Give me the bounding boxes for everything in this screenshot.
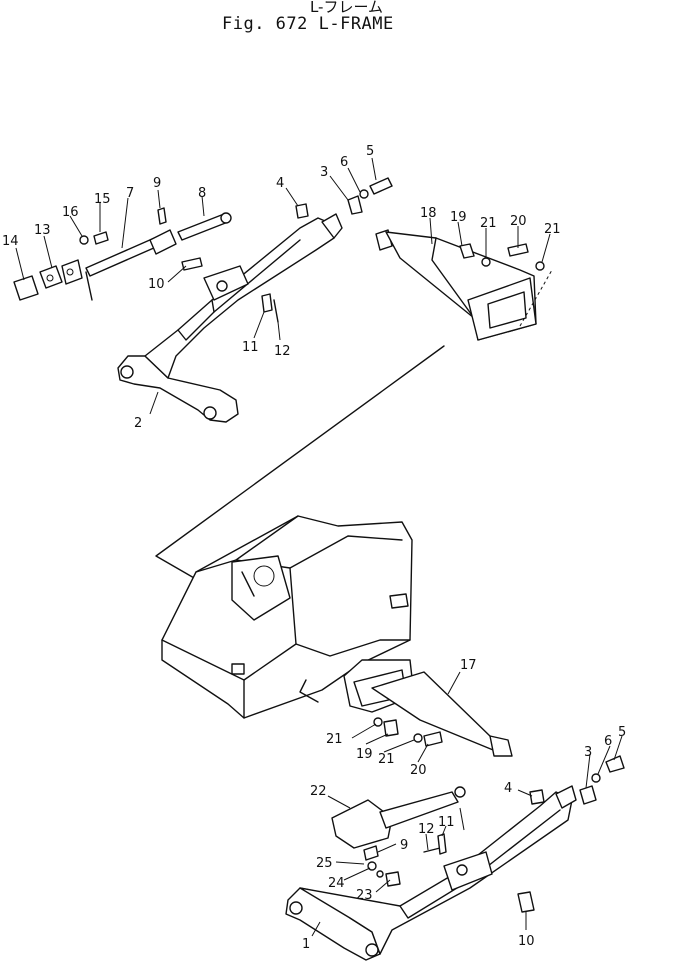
callout-20: 20 <box>510 214 527 229</box>
callout-11b: 11 <box>438 815 455 830</box>
callout-11: 11 <box>242 340 259 355</box>
callout-12b: 12 <box>418 822 435 837</box>
callout-5b: 5 <box>618 725 626 740</box>
callout-12: 12 <box>274 344 291 359</box>
callout-5: 5 <box>366 144 374 159</box>
callout-1: 1 <box>302 937 310 952</box>
callout-19: 19 <box>450 210 467 225</box>
callout-15: 15 <box>94 192 111 207</box>
callout-25: 25 <box>316 856 333 871</box>
callout-3b: 3 <box>584 745 592 760</box>
parts-group-lower <box>331 755 625 913</box>
callout-18: 18 <box>420 206 437 221</box>
callout-6: 6 <box>340 155 348 170</box>
leader-lines <box>15 157 623 937</box>
figure-title: Fig. 672 L-FRAME <box>222 14 394 34</box>
main-frame-body <box>161 515 413 719</box>
callout-22: 22 <box>310 784 327 799</box>
callout-21c: 21 <box>326 732 343 747</box>
callout-21b: 21 <box>544 222 561 237</box>
callout-4: 4 <box>276 176 284 191</box>
callout-9b: 9 <box>400 838 408 853</box>
callout-3: 3 <box>320 165 328 180</box>
callout-16: 16 <box>62 205 79 220</box>
callout-8: 8 <box>198 186 206 201</box>
l-frame-arm-lower <box>285 785 577 961</box>
callout-23: 23 <box>356 888 373 903</box>
callout-17: 17 <box>460 658 477 673</box>
callout-14: 14 <box>2 234 19 249</box>
callout-9: 9 <box>153 176 161 191</box>
callout-labels: 14 13 16 15 7 9 8 10 11 12 4 3 6 5 2 18 … <box>2 144 626 952</box>
callout-7: 7 <box>126 186 134 201</box>
parts-group-upper-left <box>13 177 393 323</box>
side-arm-17 <box>343 659 513 757</box>
callout-21: 21 <box>480 216 497 231</box>
callout-20b: 20 <box>410 763 427 778</box>
callout-24: 24 <box>328 876 345 891</box>
callout-4b: 4 <box>504 781 512 796</box>
figure-title-japanese: L-フレーム <box>309 0 384 16</box>
callout-6b: 6 <box>604 734 612 749</box>
bracket-18 <box>375 229 553 341</box>
callout-2: 2 <box>134 416 142 431</box>
callout-19b: 19 <box>356 747 373 762</box>
callout-10b: 10 <box>518 934 535 949</box>
l-frame-arm-upper <box>117 213 343 423</box>
callout-10: 10 <box>148 277 165 292</box>
guide-line-upper <box>155 345 445 587</box>
callout-21d: 21 <box>378 752 395 767</box>
callout-13: 13 <box>34 223 51 238</box>
